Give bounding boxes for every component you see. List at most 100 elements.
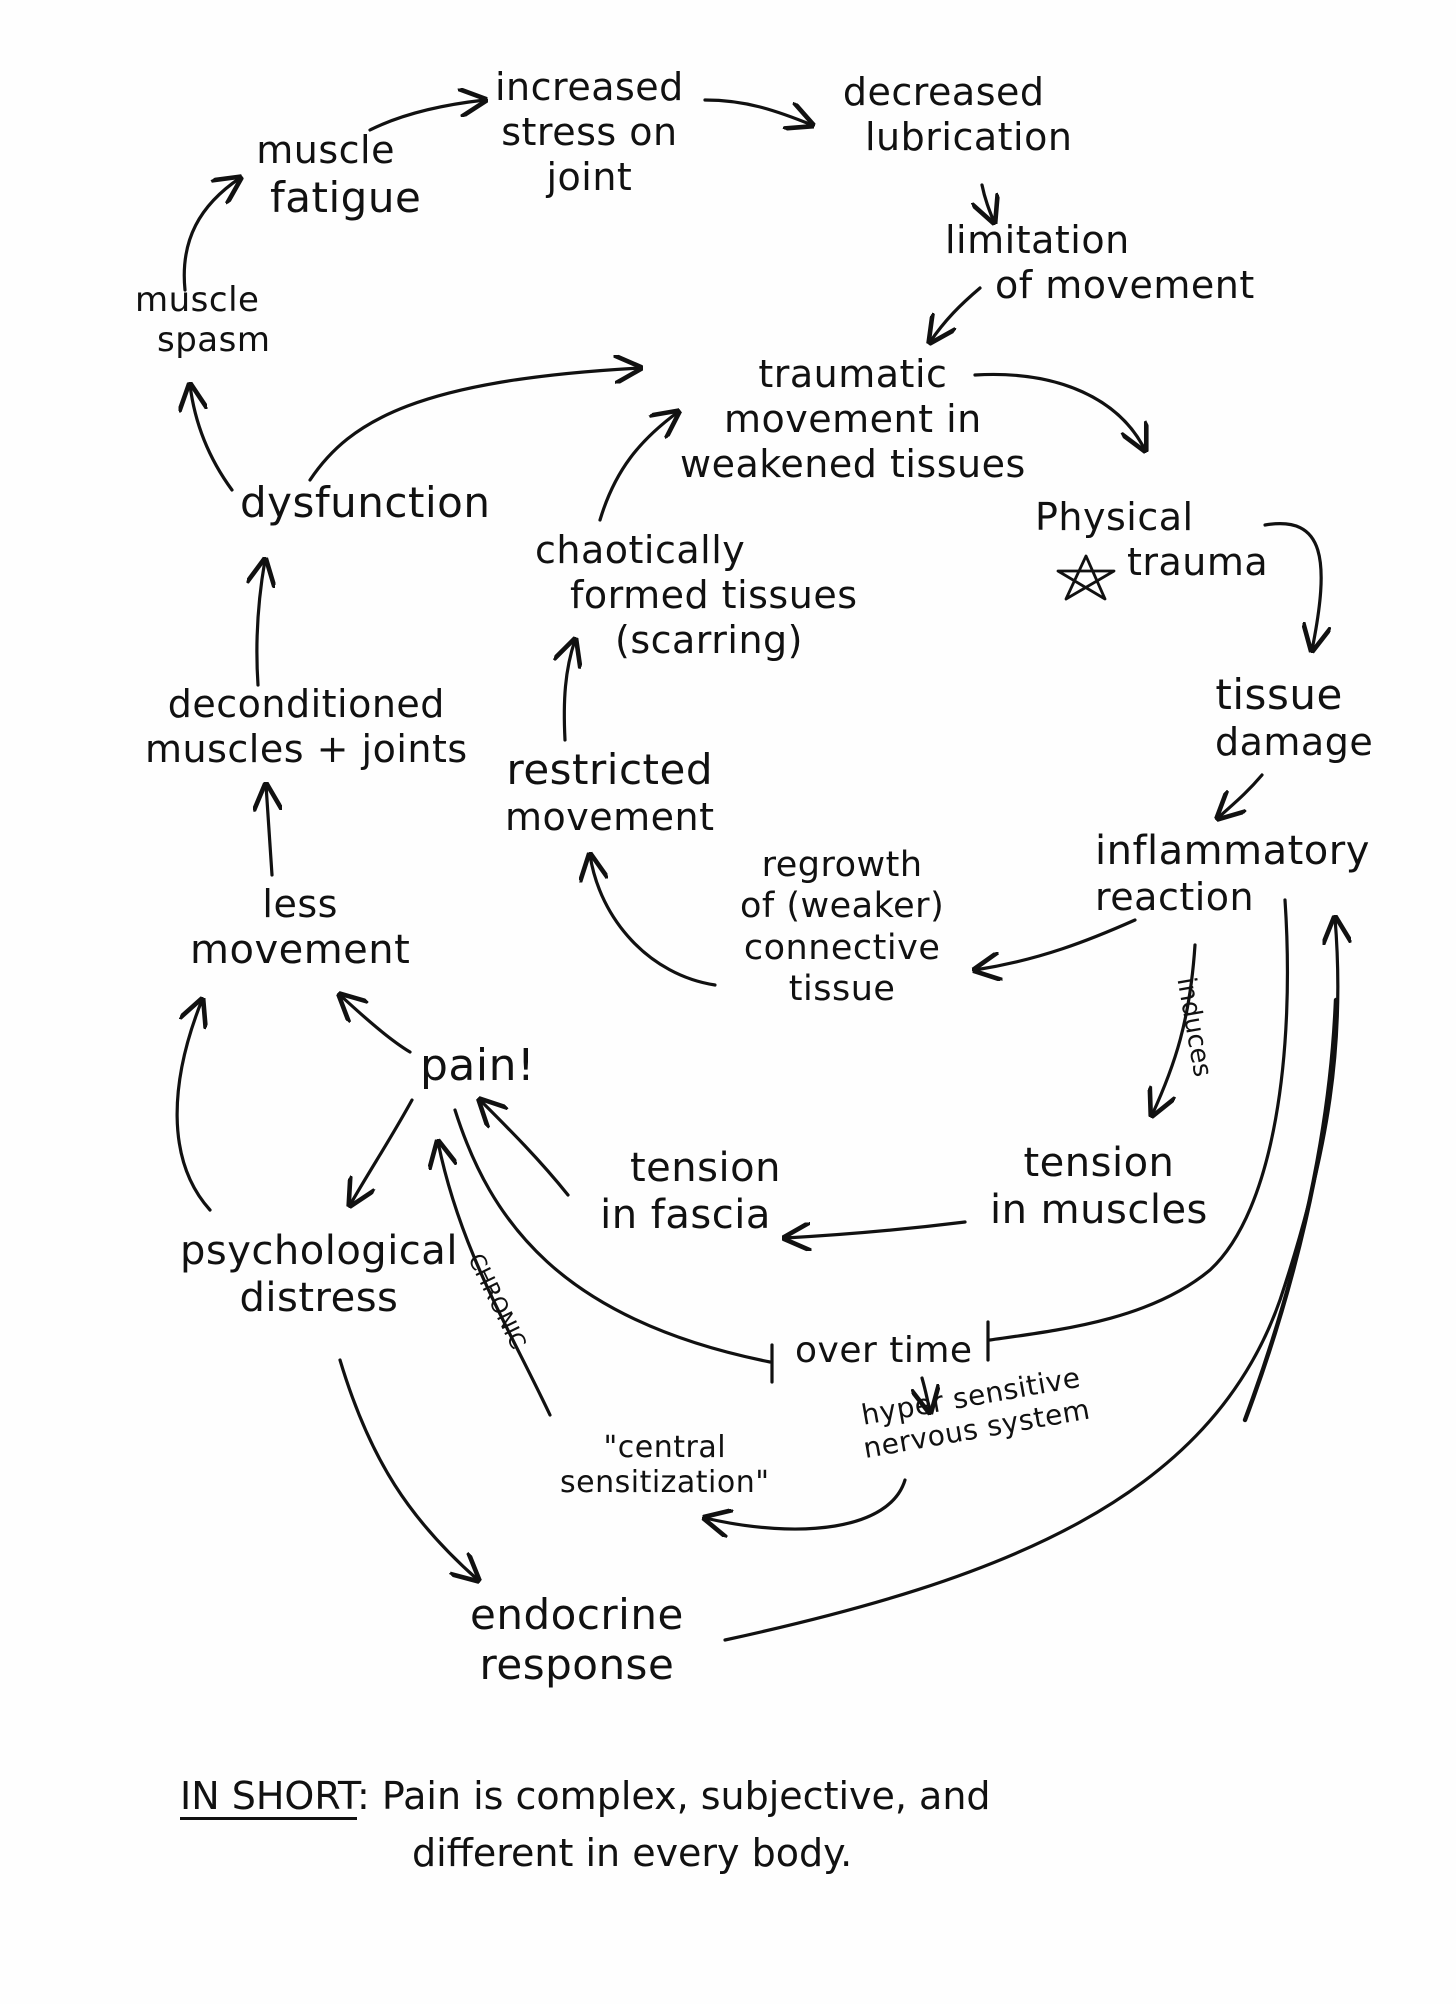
line-inflammatory-to-overtime xyxy=(988,898,1290,1342)
arrow-spasm-to-fatigue xyxy=(182,178,240,292)
node-psychological-distress: psychological distress xyxy=(180,1228,458,1322)
node-line: regrowth xyxy=(761,845,923,885)
node-tissue-damage: tissue damage xyxy=(1185,670,1373,764)
node-line: tissue xyxy=(788,968,896,1009)
node-line: lubrication xyxy=(865,114,1073,159)
node-line: weakened tissues xyxy=(680,441,1026,486)
arrow-endocrine-to-inflammatory xyxy=(723,918,1338,1642)
arrow-deconditioned-to-dysfunction xyxy=(257,560,265,687)
node-line: decreased xyxy=(842,70,1045,114)
node-line: increased xyxy=(495,65,684,109)
node-line: joint xyxy=(546,154,633,199)
arrow-regrowth-to-restricted xyxy=(590,855,717,987)
node-line: muscle xyxy=(135,280,260,320)
arrow-dysfunction-to-traumatic xyxy=(308,368,640,482)
node-line: of (weaker) xyxy=(740,886,945,927)
node-restricted-movement: restricted movement xyxy=(505,745,715,839)
node-line: connective xyxy=(743,927,941,968)
node-line: traumatic xyxy=(758,352,948,396)
node-muscle-fatigue: muscle fatigue xyxy=(230,128,421,222)
arrow-inflammatory-to-regrowth xyxy=(975,918,1137,970)
arrow-tension-muscles-to-fascia xyxy=(785,1220,967,1238)
arrow-chronic-to-pain xyxy=(438,1142,552,1417)
line-pain-to-overtime xyxy=(453,1108,772,1364)
node-line: muscles + joints xyxy=(145,726,468,771)
node-limitation-of-movement: limitation of movement xyxy=(945,218,1255,308)
node-line: muscle xyxy=(256,128,395,172)
node-line: of movement xyxy=(995,262,1255,307)
node-line: formed tissues xyxy=(570,572,858,617)
node-line: less xyxy=(262,882,338,926)
node-line: movement xyxy=(190,926,411,973)
node-tension-in-muscles: tension in muscles xyxy=(990,1140,1208,1234)
node-line: restricted xyxy=(506,745,714,794)
summary-line2: different in every body. xyxy=(412,1831,853,1875)
node-line: movement xyxy=(505,794,715,839)
arrow-psych-to-less xyxy=(175,1000,212,1212)
arrow-overtime-to-hypersensitive xyxy=(922,1376,930,1412)
node-inflammatory-reaction: inflammatory reaction xyxy=(1095,828,1370,920)
summary-text: IN SHORT: Pain is complex, subjective, a… xyxy=(180,1768,1180,1882)
node-line: Physical xyxy=(1035,495,1194,539)
arrow-hypersensitive-to-central xyxy=(705,1478,907,1529)
arrow-fatigue-to-stress xyxy=(368,100,485,132)
arrow-restricted-to-chaotic xyxy=(564,640,575,742)
arrow-limitation-to-traumatic xyxy=(930,286,982,342)
node-increased-stress: increased stress on joint xyxy=(495,65,684,199)
node-line: sensitization" xyxy=(560,1465,770,1501)
node-less-movement: less movement xyxy=(190,882,410,974)
node-line: in muscles xyxy=(990,1187,1208,1234)
arrow-tissue-to-inflammatory xyxy=(1218,773,1264,818)
node-line: spasm xyxy=(157,320,271,361)
node-line: "central xyxy=(603,1430,727,1465)
arrow-pain-to-psych xyxy=(350,1098,414,1205)
node-line: trauma xyxy=(1127,539,1269,584)
node-dysfunction: dysfunction xyxy=(240,478,490,528)
summary-line1: Pain is complex, subjective, and xyxy=(369,1774,991,1818)
arrow-less-to-deconditioned xyxy=(266,785,272,877)
arrow-chaotic-to-traumatic xyxy=(598,412,678,522)
node-line: endocrine xyxy=(470,1590,684,1639)
arrow-pain-to-less xyxy=(340,995,412,1054)
node-line: limitation xyxy=(945,218,1130,262)
node-over-time: over time xyxy=(795,1330,973,1372)
node-muscle-spasm: muscle spasm xyxy=(135,280,270,360)
node-line: movement in xyxy=(724,396,982,441)
node-line: stress on xyxy=(501,109,678,154)
node-line: response xyxy=(479,1639,675,1689)
node-physical-trauma: Physical trauma xyxy=(1035,495,1268,585)
node-line: damage xyxy=(1215,719,1374,764)
node-line: distress xyxy=(239,1275,399,1322)
node-tension-in-fascia: tension in fascia xyxy=(590,1145,781,1239)
arrow-fascia-to-pain xyxy=(480,1100,570,1197)
node-regrowth-connective-tissue: regrowth of (weaker) connective tissue xyxy=(740,845,944,1010)
node-pain: pain! xyxy=(420,1040,535,1092)
arrow-physical-to-tissue xyxy=(1263,522,1321,650)
node-line: fatigue xyxy=(270,172,422,222)
node-endocrine-response: endocrine response xyxy=(470,1590,684,1689)
arrow-stress-to-lubrication xyxy=(703,98,812,125)
arrow-lubrication-to-limitation xyxy=(982,183,994,222)
node-line: in fascia xyxy=(600,1192,771,1239)
node-decreased-lubrication: decreased lubrication xyxy=(815,70,1072,160)
arrow-dysfunction-to-spasm xyxy=(190,385,234,492)
node-chaotically-formed-tissues: chaotically formed tissues (scarring) xyxy=(535,528,858,662)
node-line: (scarring) xyxy=(615,617,803,662)
node-line: deconditioned xyxy=(167,682,445,726)
node-line: tissue xyxy=(1215,670,1343,719)
node-central-sensitization: "central sensitization" xyxy=(560,1430,770,1501)
node-line: inflammatory xyxy=(1095,828,1370,874)
node-line: dysfunction xyxy=(240,478,491,527)
star-icon xyxy=(1056,554,1116,601)
summary-lead: IN SHORT xyxy=(180,1774,357,1818)
node-line: psychological xyxy=(180,1228,458,1274)
node-line: tension xyxy=(1023,1140,1175,1186)
node-line: tension xyxy=(630,1145,781,1191)
node-deconditioned-muscles-joints: deconditioned muscles + joints xyxy=(145,682,468,772)
arrow-inflammatory-to-tension-muscles xyxy=(1152,943,1197,1115)
summary-colon: : xyxy=(357,1774,370,1818)
node-line: chaotically xyxy=(535,528,746,572)
node-line: reaction xyxy=(1095,875,1255,920)
ink-endocrine-to-inflammatory-thick xyxy=(1242,997,1339,1423)
